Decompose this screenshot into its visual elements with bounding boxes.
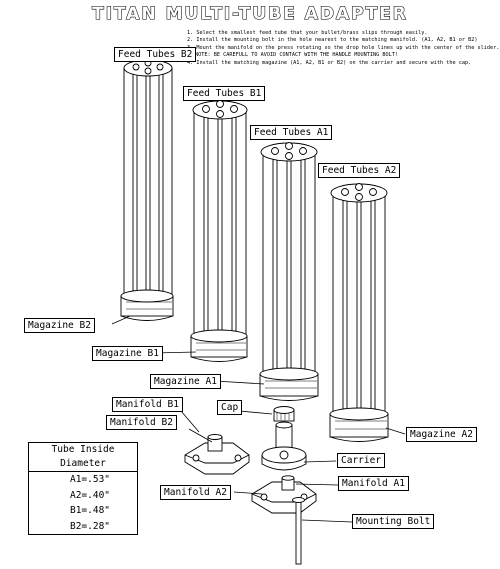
instructions: 1. Select the smallest feed tube that yo… bbox=[187, 30, 500, 67]
page-title: TITAN MULTI-TUBE ADAPTER bbox=[92, 3, 408, 24]
instruction-step-1: 1. Select the smallest feed tube that yo… bbox=[187, 30, 428, 36]
feed-tubes-b1 bbox=[192, 100, 248, 341]
mounting-bolt-part bbox=[292, 497, 305, 565]
label-manifold-b2: Manifold B2 bbox=[106, 415, 177, 430]
label-magazine-a2: Magazine A2 bbox=[406, 427, 477, 442]
label-feed-tubes-b2: Feed Tubes B2 bbox=[114, 47, 197, 62]
diameter-row-a2: A2=.40" bbox=[69, 489, 111, 501]
manifold-b2-part bbox=[184, 434, 250, 475]
feed-tubes-a1 bbox=[260, 142, 318, 379]
tube-diameter-table: Tube Inside Diameter A1=.53" A2=.40" B1=… bbox=[28, 442, 138, 535]
label-feed-tubes-a1: Feed Tubes A1 bbox=[250, 125, 333, 140]
manifold-a-part bbox=[251, 475, 317, 514]
label-feed-tubes-a2: Feed Tubes A2 bbox=[318, 163, 401, 178]
label-manifold-b1: Manifold B1 bbox=[112, 397, 183, 412]
instruction-step-2: 2. Install the mounting bolt in the hole… bbox=[187, 37, 478, 44]
magazine-a2 bbox=[329, 407, 389, 442]
magazine-b2 bbox=[120, 289, 174, 321]
feed-tubes-b2 bbox=[123, 59, 173, 301]
label-magazine-b2: Magazine B2 bbox=[24, 318, 95, 333]
magazine-b1 bbox=[190, 329, 248, 362]
instruction-step-4: 4. Install the matching magazine (A1, A2… bbox=[187, 59, 472, 66]
instruction-step-3: 3. Mount the manifold on the press rotat… bbox=[187, 44, 500, 51]
carrier-part bbox=[261, 421, 307, 471]
diameter-row-b1: B1=.48" bbox=[69, 505, 111, 516]
magazine-a1 bbox=[259, 367, 319, 401]
label-feed-tubes-b1: Feed Tubes B1 bbox=[183, 86, 266, 101]
label-magazine-b1: Magazine B1 bbox=[92, 346, 163, 361]
diameter-row-a1: A1=.53" bbox=[69, 474, 111, 485]
label-mounting-bolt: Mounting Bolt bbox=[352, 514, 435, 529]
label-manifold-a2: Manifold A2 bbox=[160, 485, 231, 500]
label-carrier: Carrier bbox=[337, 453, 386, 468]
label-manifold-a1: Manifold A1 bbox=[338, 476, 409, 491]
diameter-row-b2: B2=.28" bbox=[69, 520, 111, 532]
label-cap: Cap bbox=[217, 400, 243, 415]
label-magazine-a1: Magazine A1 bbox=[150, 374, 221, 389]
instruction-note: NOTE: BE CAREFULL TO AVOID CONTACT WITH … bbox=[195, 52, 399, 59]
tube-diameter-table-header: Tube Inside Diameter bbox=[29, 443, 137, 472]
cap-part bbox=[273, 406, 295, 422]
feed-tubes-a2 bbox=[330, 183, 388, 419]
leader-lines bbox=[111, 315, 406, 523]
